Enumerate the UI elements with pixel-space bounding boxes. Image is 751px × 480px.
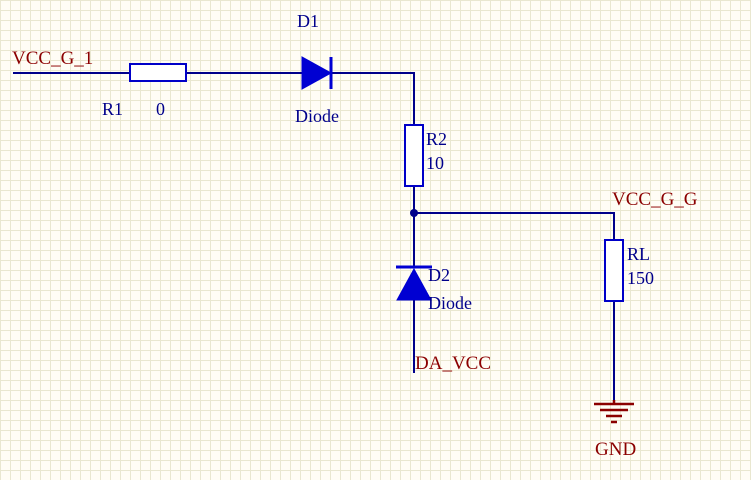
net-label-da-vcc[interactable]: DA_VCC (415, 353, 492, 374)
designator-d1[interactable]: D1 (297, 11, 319, 31)
wire-d1-to-r2[interactable] (330, 72, 415, 126)
value-r1[interactable]: 0 (156, 99, 165, 119)
net-label-vcc-g-1[interactable]: VCC_G_1 (12, 48, 94, 69)
designator-r2[interactable]: R2 (426, 129, 448, 149)
net-label-vcc-g-g[interactable]: VCC_G_G (612, 189, 698, 210)
value-d2[interactable]: Diode (428, 293, 472, 313)
ground-icon[interactable] (594, 400, 634, 424)
designator-d2[interactable]: D2 (428, 265, 450, 285)
designator-rl[interactable]: RL (627, 244, 651, 264)
value-rl[interactable]: 150 (627, 268, 654, 288)
diode-d1[interactable] (301, 56, 333, 90)
diode-d2[interactable] (396, 265, 432, 301)
wire-junction-to-rl[interactable] (413, 212, 615, 241)
resistor-rl[interactable] (604, 239, 624, 302)
value-r2[interactable]: 10 (426, 153, 444, 173)
net-label-gnd[interactable]: GND (595, 439, 637, 460)
resistor-r1[interactable] (129, 63, 187, 82)
designator-r1[interactable]: R1 (102, 99, 124, 119)
value-d1[interactable]: Diode (295, 106, 339, 126)
junction-dot (410, 209, 418, 217)
resistor-r2[interactable] (404, 124, 424, 187)
